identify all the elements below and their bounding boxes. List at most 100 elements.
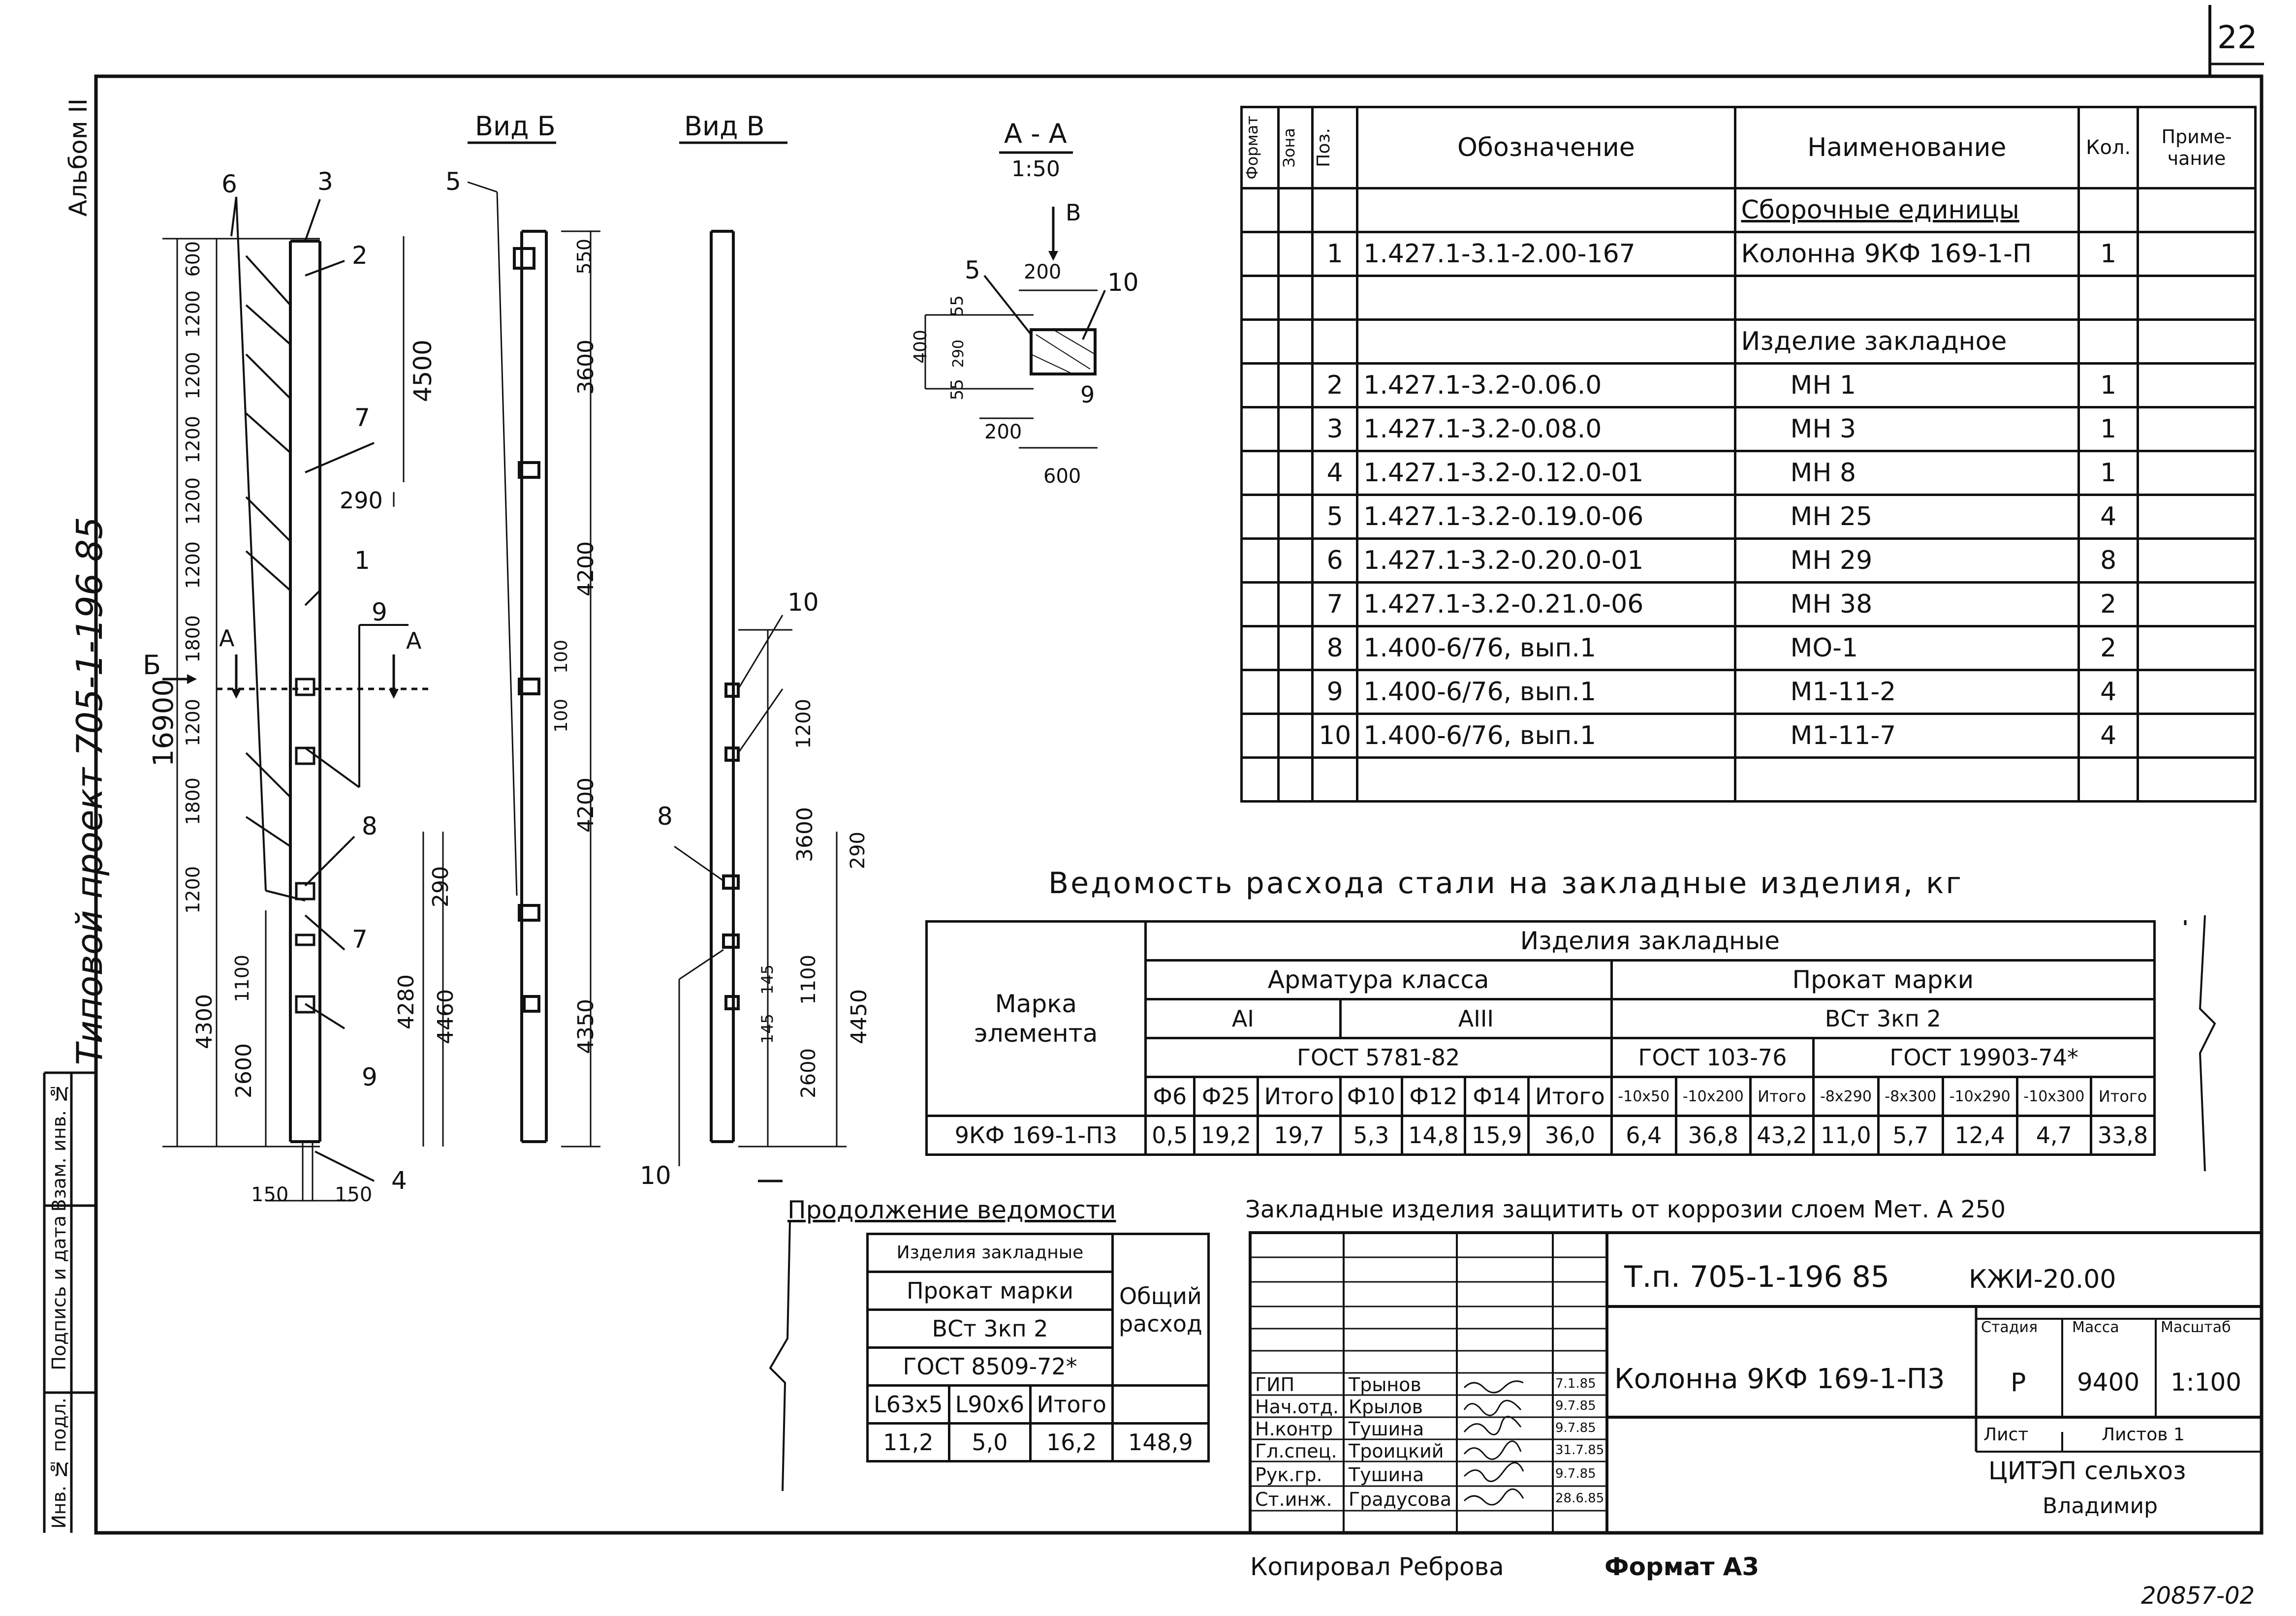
section-title: А - А <box>1004 118 1067 149</box>
scale-value: 1:100 <box>2170 1368 2242 1397</box>
section-a-a <box>924 207 1106 449</box>
col-head: Итого <box>1527 1076 1613 1117</box>
cell-qty: 4 <box>2077 669 2139 715</box>
col-head: Ф10 <box>1339 1076 1403 1117</box>
footer-copied: Копировал Реброва <box>1250 1553 1504 1581</box>
signature-mark <box>1463 1416 1522 1435</box>
dim-200: 200 <box>984 421 1022 443</box>
cell-value: 19,7 <box>1256 1115 1342 1156</box>
gost-103: ГОСТ 103-76 <box>1610 1037 1815 1078</box>
cell-pos: 7 <box>1311 581 1359 627</box>
cell-designation: 1.427.1-3.2-0.08.0 <box>1356 406 1736 452</box>
cell-qty: 4 <box>2077 494 2139 540</box>
dim-290: 290 <box>340 487 383 514</box>
callout-6: 6 <box>221 170 237 198</box>
staff-role: Нач.отд. <box>1255 1396 1339 1418</box>
org-city: Владимир <box>2043 1493 2158 1519</box>
staff-date: 9.7.85 <box>1555 1398 1596 1413</box>
footer-format: Формат А3 <box>1604 1553 1760 1581</box>
cell-designation: 1.427.1-3.2-0.12.0-01 <box>1356 450 1736 496</box>
cell-value: 19,2 <box>1193 1115 1259 1156</box>
dim-200: 200 <box>1024 261 1062 283</box>
col-head: L63x5 <box>866 1384 950 1425</box>
dim-150: 150 <box>251 1183 289 1206</box>
cell-name: МН 29 <box>1733 537 2080 584</box>
table-row: 9КФ 169-1-П3 0,5 19,2 19,7 5,3 14,8 15,9… <box>925 1115 2156 1156</box>
cell-name: М1-11-2 <box>1733 669 2080 715</box>
cell-designation: 1.427.1-3.2-0.20.0-01 <box>1356 537 1736 584</box>
cell-pos: 5 <box>1311 494 1359 540</box>
staff-name: Тушина <box>1349 1464 1424 1486</box>
col-head: Итого <box>1256 1076 1342 1117</box>
signature-mark <box>1463 1380 1524 1394</box>
staff-date: 28.6.85 <box>1555 1491 1604 1506</box>
col-head: Итого <box>1029 1384 1114 1425</box>
staff-name: Градусова <box>1349 1489 1452 1510</box>
col-qty: Кол. <box>2077 106 2139 189</box>
cell-value: 11,2 <box>866 1422 950 1462</box>
staff-role: Рук.гр. <box>1255 1464 1322 1486</box>
staff-role: Ст.инж. <box>1255 1489 1332 1510</box>
cell-value: 36,0 <box>1527 1115 1613 1156</box>
staff-role: ГИП <box>1255 1374 1295 1396</box>
archive-number: 20857-02 <box>2141 1582 2255 1610</box>
callout-8: 8 <box>362 812 377 840</box>
class-a1: АI <box>1144 998 1342 1039</box>
cell-pos: 10 <box>1311 713 1359 759</box>
org-name: ЦИТЭП сельхоз <box>1988 1457 2186 1485</box>
cell-name: МН 25 <box>1733 494 2080 540</box>
cell-value: 11,0 <box>1812 1115 1880 1156</box>
specification-table: Формат Зона Поз. Обозначение Наименовани… <box>1240 106 2257 803</box>
cell-value: 4,7 <box>2015 1115 2093 1156</box>
callout-8: 8 <box>657 802 673 831</box>
cell-designation: 1.400-6/76, вып.1 <box>1356 625 1736 671</box>
cell-value: 5,0 <box>947 1422 1032 1462</box>
col-head: Итого <box>1749 1076 1815 1117</box>
view-v <box>710 230 740 1143</box>
gost-5781: ГОСТ 5781-82 <box>1144 1037 1613 1078</box>
signature-mark <box>1463 1399 1522 1416</box>
cell-qty: 2 <box>2077 625 2139 671</box>
col-note: Приме-чание <box>2137 106 2257 189</box>
col-head: Ф25 <box>1193 1076 1259 1117</box>
cell-pos: 8 <box>1311 625 1359 671</box>
cell-qty: 1 <box>2077 450 2139 496</box>
steel-table: Марка элемента Изделия закладные Арматур… <box>925 920 2156 1156</box>
col-head: L90x6 <box>947 1384 1032 1425</box>
callout-4: 4 <box>391 1166 407 1195</box>
cell-name: МН 3 <box>1733 406 2080 452</box>
cell-designation: 1.427.1-3.2-0.21.0-06 <box>1356 581 1736 627</box>
class-a3: АIII <box>1339 998 1613 1039</box>
steel-title: Ведомость расхода стали на закладные изд… <box>1048 866 1963 901</box>
col-head: -10x290 <box>1941 1076 2018 1117</box>
section-mark-a: А <box>219 625 235 652</box>
cell-pos: 9 <box>1311 669 1359 715</box>
cell-pos: 6 <box>1311 537 1359 584</box>
cell-value: 6,4 <box>1610 1115 1677 1156</box>
gost-19903: ГОСТ 19903-74* <box>1812 1037 2156 1078</box>
staff-name: Трынов <box>1349 1374 1421 1396</box>
cell-designation: 1.427.1-3.2-0.06.0 <box>1356 362 1736 408</box>
cell-qty: 4 <box>2077 713 2139 759</box>
table-row: 1 1.427.1-3.1-2.00-167 Колонна 9КФ 169-1… <box>1240 231 2257 277</box>
callout-9: 9 <box>372 598 387 626</box>
cell-pos: 4 <box>1311 450 1359 496</box>
col-head: -10x200 <box>1674 1076 1752 1117</box>
section-mark-a: А <box>406 627 422 654</box>
continuation-table: Изделия закладные Общий расход Прокат ма… <box>866 1233 1210 1462</box>
sheet-number: 22 <box>2217 20 2258 56</box>
cont-gost: ГОСТ 8509-72* <box>866 1346 1114 1387</box>
cell-value: 14,8 <box>1400 1115 1467 1156</box>
cell-name: МН 1 <box>1733 362 2080 408</box>
cell-designation: 1.400-6/76, вып.1 <box>1356 713 1736 759</box>
view-b-title: Вид Б <box>475 111 556 142</box>
corrosion-note: Закладные изделия защитить от коррозии с… <box>1245 1196 2006 1223</box>
stage-header: Стадия <box>1981 1319 2038 1336</box>
callout-2: 2 <box>352 241 368 270</box>
cell-name: МН 38 <box>1733 581 2080 627</box>
col-head: Ф6 <box>1144 1076 1195 1117</box>
